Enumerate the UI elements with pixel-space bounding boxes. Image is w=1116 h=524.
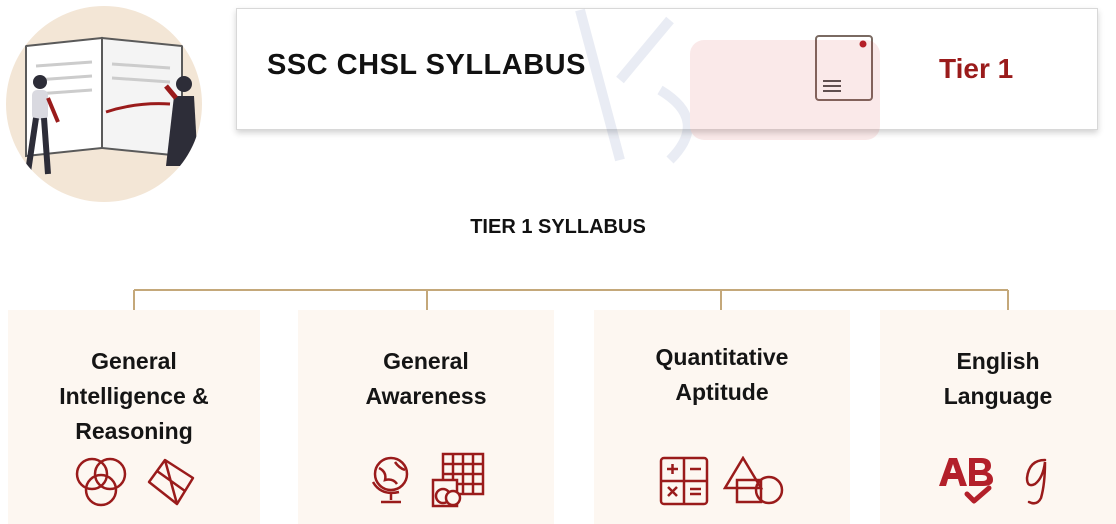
- history-grid-icon: [431, 452, 485, 508]
- folded-map-icon: [147, 458, 195, 506]
- subject-card-reasoning: General Intelligence & Reasoning: [8, 310, 260, 524]
- globe-icon: [371, 456, 409, 504]
- card-title: General Awareness: [365, 348, 487, 409]
- venn-diagram-icon: [75, 457, 127, 507]
- card-title: English Language: [943, 348, 1053, 409]
- watermark-logo: [560, 0, 890, 170]
- section-title: TIER 1 SYLLABUS: [470, 216, 646, 238]
- document-icon: [815, 35, 873, 101]
- card-title: Quantitative Aptitude: [655, 344, 789, 405]
- geometric-shapes-icon: [723, 456, 784, 505]
- subject-card-awareness: General Awareness: [298, 310, 554, 524]
- reading-people-illustration: [25, 36, 198, 175]
- tier-label: Tier 1: [939, 53, 1014, 84]
- page-title: SSC CHSL SYLLABUS: [267, 49, 586, 81]
- math-operators-icon: [659, 456, 709, 506]
- ab-check-icon: [939, 458, 993, 504]
- header-card: SSC CHSL SYLLABUS Tier 1: [236, 8, 1098, 130]
- header-illustration: [6, 6, 202, 202]
- subject-card-english: English Language: [880, 310, 1116, 524]
- subject-card-quantitative: Quantitative Aptitude: [594, 310, 850, 524]
- cursive-letter-icon: [1025, 458, 1047, 505]
- card-title: General Intelligence & Reasoning: [59, 348, 209, 444]
